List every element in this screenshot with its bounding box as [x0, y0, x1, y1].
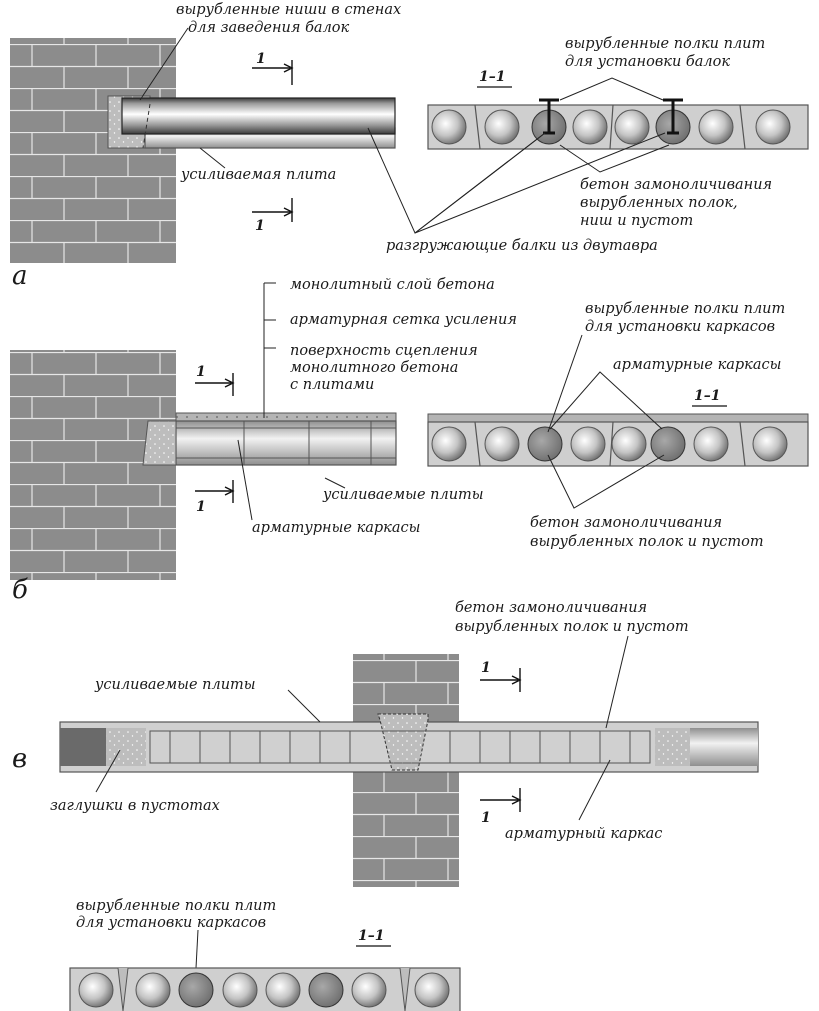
section-mark-c: 1 1 [480, 660, 522, 826]
label-shelves-c-2: для установки каркасов [76, 915, 266, 931]
label-concrete-b-2: вырубленных полок и пустот [530, 534, 764, 550]
label-concrete-a-1: бетон замоноличивания [580, 177, 772, 193]
section-mark-bottom-a: 1 [255, 218, 265, 234]
section-mark-a: 1 1 [252, 51, 294, 234]
label-surface-b-1: поверхность сцепления [290, 343, 478, 359]
panel-letter-a: а [12, 261, 28, 291]
i-beam-a [121, 97, 396, 135]
label-concrete-a-2: вырубленных полок, [580, 195, 738, 211]
section-view-c: 1–1 [69, 928, 461, 1011]
label-frames-section-b: арматурные каркасы [613, 357, 781, 373]
label-beams-a: разгружающие балки из двутавра [386, 238, 658, 254]
frame-c [149, 730, 651, 764]
panel-letter-c: в [12, 744, 27, 774]
label-concrete-c-2: вырубленных полок и пустот [455, 619, 689, 635]
label-frames-b: арматурные каркасы [252, 520, 420, 536]
section-mark-bottom-b: 1 [196, 499, 206, 515]
label-concrete-a-3: ниш и пустот [580, 213, 693, 229]
section-mark-bottom-c: 1 [481, 810, 491, 826]
section-mark-top-b: 1 [196, 364, 206, 380]
section-view-a: 1–1 [427, 69, 809, 150]
section-title-a: 1–1 [479, 69, 505, 85]
label-concrete-c-1: бетон замоноличивания [455, 600, 647, 616]
label-mesh-b: арматурная сетка усиления [290, 312, 517, 328]
panel-letter-b: б [12, 575, 28, 605]
label-slabs-c: усиливаемые плиты [94, 677, 256, 693]
section-title-c: 1–1 [358, 928, 384, 944]
panel-a: 1 1 1–1 вырублен [10, 2, 809, 291]
label-shelves-a-1: вырубленные полки плит [565, 36, 765, 52]
label-plugs-c: заглушки в пустотах [50, 798, 220, 814]
label-concrete-b-1: бетон замоноличивания [530, 515, 722, 531]
panel-c: 1 1 бетон замоноличивания вырубленных по… [12, 600, 759, 1011]
label-frame-c: арматурный каркас [505, 826, 662, 842]
section-mark-top-c: 1 [481, 660, 491, 676]
label-layer-b: монолитный слой бетона [290, 277, 495, 293]
label-surface-b-3: с плитами [290, 377, 374, 393]
brick-wall-a [10, 38, 176, 263]
label-niches-a-1: вырубленные ниши в стенах [176, 2, 401, 18]
label-niches-a-2: для заведения балок [188, 20, 350, 36]
label-surface-b-2: монолитного бетона [290, 360, 458, 376]
label-shelves-c-1: вырубленные полки плит [76, 898, 276, 914]
section-mark-top-a: 1 [256, 51, 266, 67]
label-shelves-a-2: для установки балок [565, 54, 730, 70]
section-mark-b: 1 1 [195, 364, 235, 515]
section-view-b: 1–1 [427, 388, 809, 467]
panel-b: 1 1 1–1 монолитный [10, 277, 809, 605]
label-slabs-b: усиливаемые плиты [322, 487, 484, 503]
label-slab-a: усиливаемая плита [180, 167, 336, 183]
label-shelves-b-1: вырубленные полки плит [585, 301, 785, 317]
label-shelves-b-2: для установки каркасов [585, 319, 775, 335]
section-title-b: 1–1 [694, 388, 720, 404]
